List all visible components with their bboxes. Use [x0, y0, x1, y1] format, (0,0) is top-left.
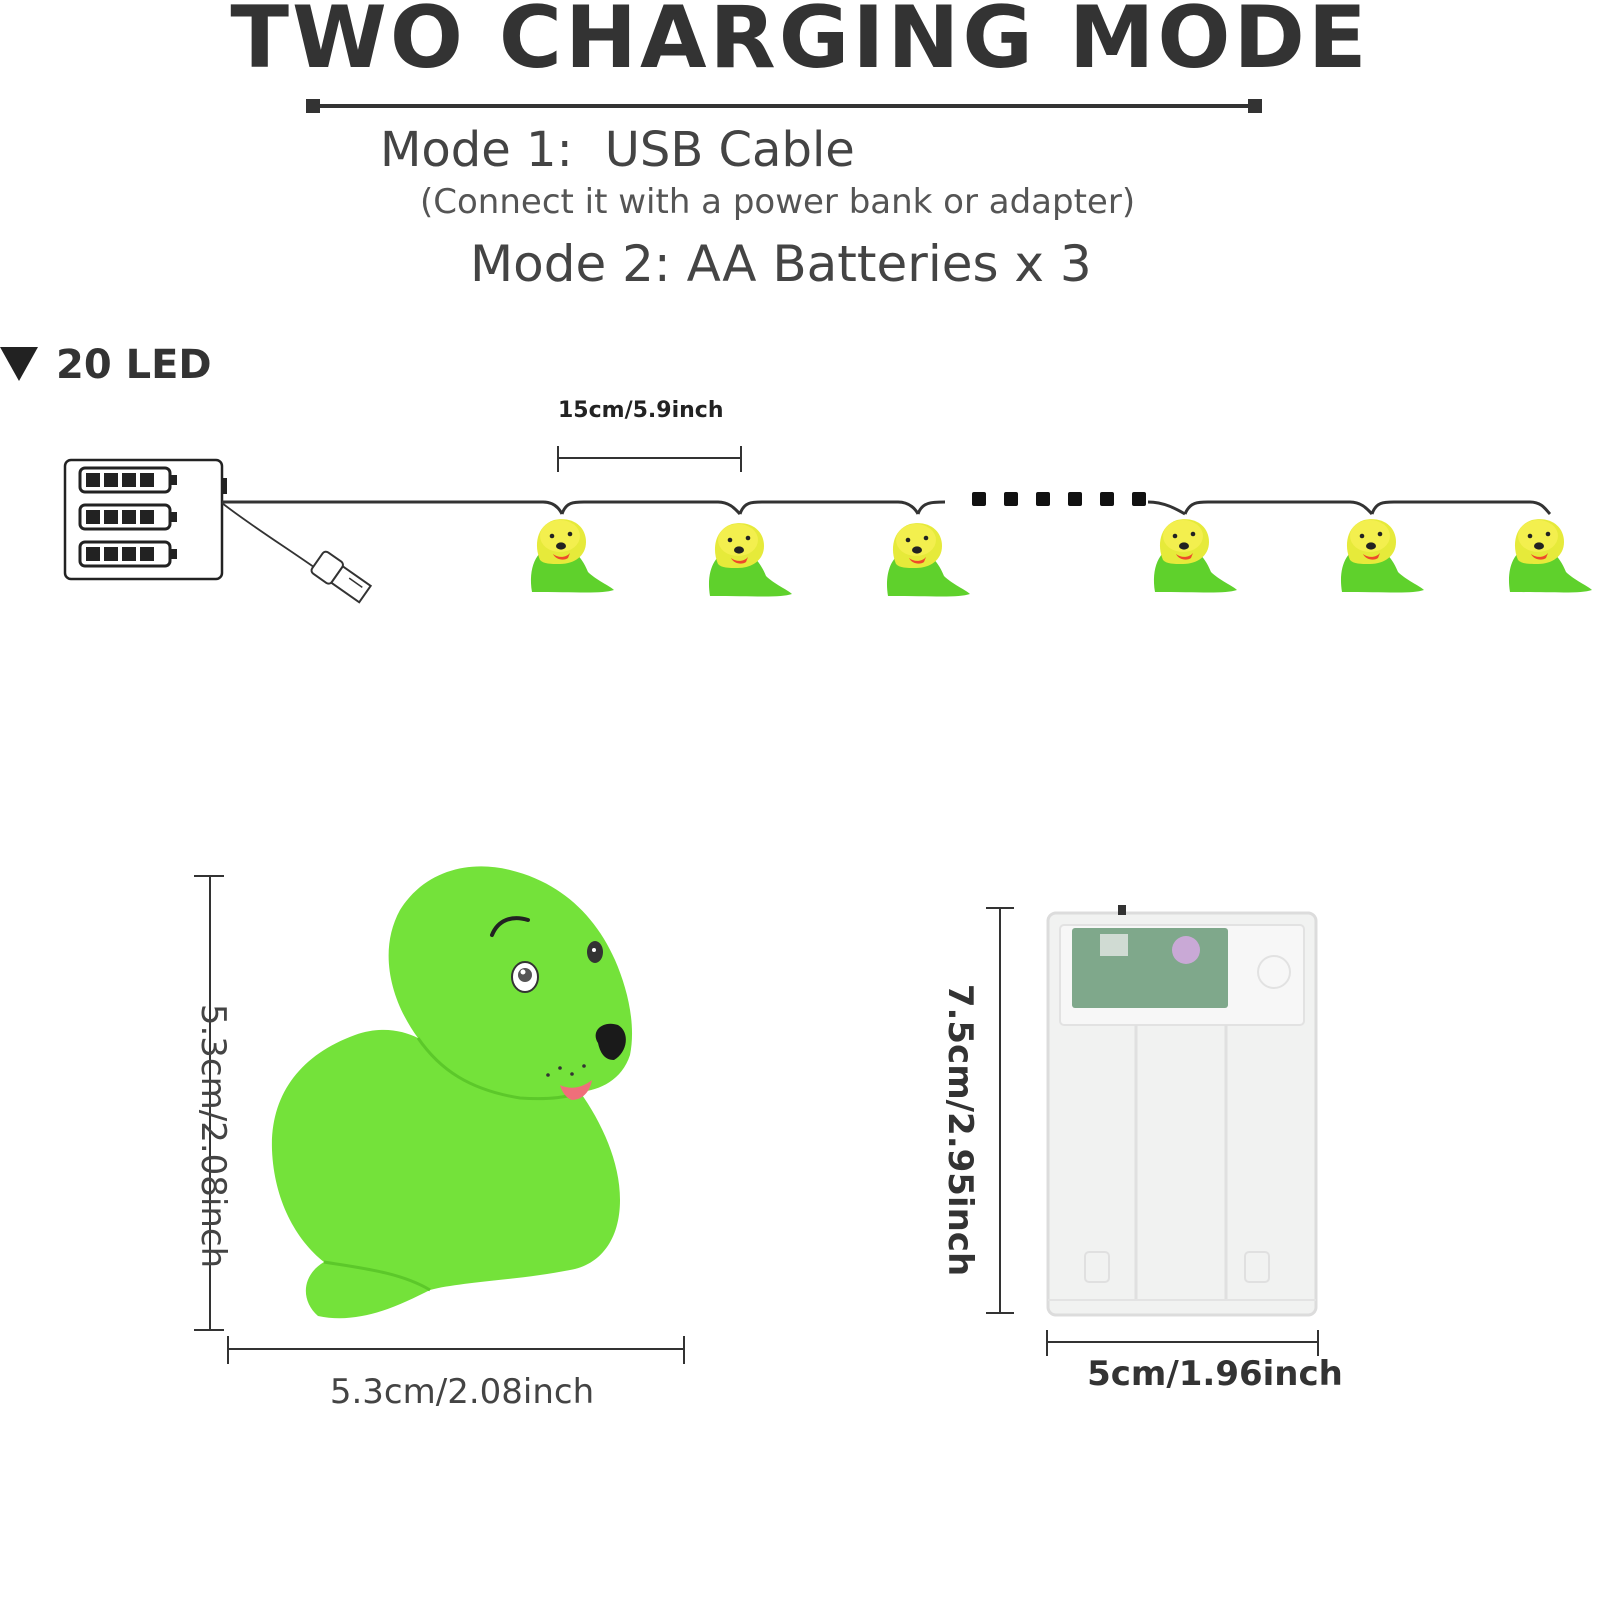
battery-icon: [78, 503, 179, 531]
mode1-label: Mode 1:: [380, 122, 573, 178]
light-string-wire: [222, 500, 1552, 516]
seal-height-label: 5.3cm/2.08inch: [193, 1003, 233, 1269]
box-height-label: 7.5cm/2.95inch: [940, 983, 980, 1277]
spacing-bracket: [557, 446, 742, 472]
box-width-marker: [1046, 1330, 1319, 1356]
usb-plug-icon: [221, 502, 373, 604]
seal-light-icon: [1153, 519, 1237, 593]
box-width-label: 5cm/1.96inch: [1087, 1354, 1343, 1394]
led-count-text: 20 LED: [56, 342, 212, 388]
seal-width-label: 5.3cm/2.08inch: [329, 1372, 595, 1412]
led-count-label: 20 LED: [0, 342, 212, 388]
seal-height-marker: [194, 875, 224, 1331]
battery-box-diagram: [63, 458, 227, 581]
triangle-down-icon: [0, 347, 38, 381]
seal-light-icon: [886, 523, 970, 597]
mode1-line: Mode 1: USB Cable: [380, 122, 855, 178]
title-divider: [306, 99, 1262, 113]
seal-light-icon: [1508, 519, 1592, 593]
divider-cap-right: [1248, 99, 1262, 113]
mode1-note: (Connect it with a power bank or adapter…: [420, 182, 1136, 222]
seal-light-icon: [708, 523, 792, 597]
battery-icon: [78, 540, 179, 568]
divider-cap-left: [306, 99, 320, 113]
mode2-line: Mode 2: AA Batteries x 3: [470, 235, 1092, 293]
wire-continuation-dots: [972, 492, 1146, 506]
battery-box-icon: [1046, 905, 1318, 1317]
battery-icon: [78, 466, 179, 494]
box-height-marker: [986, 907, 1014, 1314]
seal-light-icon: [1340, 519, 1424, 593]
seal-light-large: [271, 866, 633, 1319]
seal-width-marker: [227, 1336, 685, 1364]
page-title: TWO CHARGING MODE: [230, 0, 1370, 88]
spacing-label: 15cm/5.9inch: [558, 398, 724, 423]
seal-light-icon: [530, 519, 614, 593]
mode1-value: USB Cable: [604, 122, 855, 178]
